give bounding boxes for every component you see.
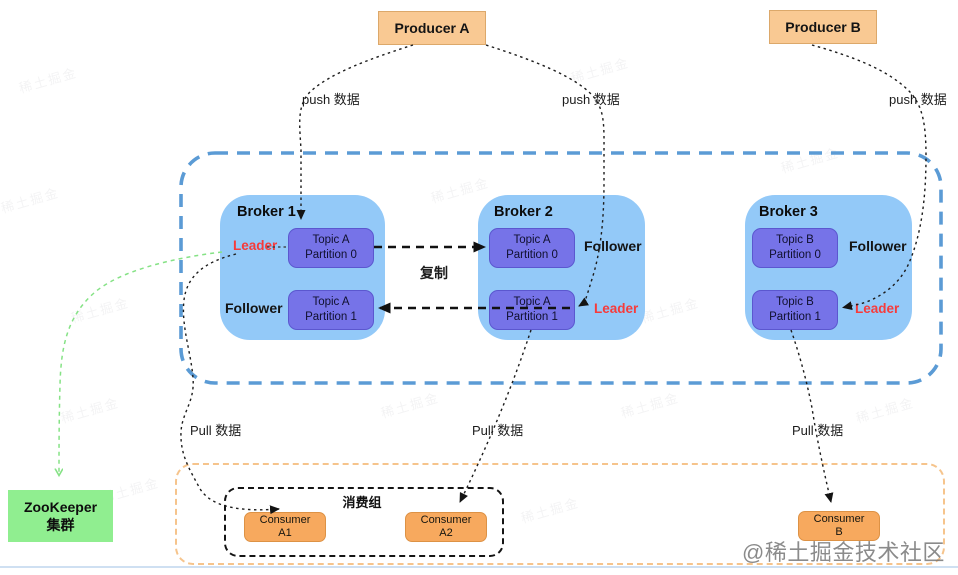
broker-1-partition-1: Topic A Partition 1 xyxy=(288,290,374,330)
partition-name: Partition 0 xyxy=(769,249,821,261)
watermark-tile: 稀土掘金 xyxy=(0,184,62,216)
watermark-tile: 稀土掘金 xyxy=(379,389,442,421)
replicate-label: 复制 xyxy=(420,265,448,281)
consumer-name: Consumer xyxy=(813,512,865,525)
zookeeper-box: ZooKeeper 集群 xyxy=(8,490,113,542)
consumer-id: B xyxy=(835,526,843,538)
partition-name: Partition 1 xyxy=(506,311,558,323)
watermark-tile: 稀土掘金 xyxy=(639,294,702,326)
juejin-watermark: @稀土掘金技术社区 xyxy=(742,540,945,565)
topic-name: Topic A xyxy=(513,234,551,247)
broker-3-box: Broker 3 Topic B Partition 0 Follower To… xyxy=(745,195,912,340)
watermark-tile: 稀土掘金 xyxy=(569,54,632,86)
broker-2-box: Broker 2 Topic A Partition 0 Follower To… xyxy=(478,195,645,340)
broker-2-partition-0: Topic A Partition 0 xyxy=(489,228,575,268)
watermark-tile: 稀土掘金 xyxy=(429,174,492,206)
zookeeper-cluster-label: 集群 xyxy=(46,517,75,533)
consumer-a1-box: Consumer A1 xyxy=(244,512,326,542)
watermark-tile: 稀土掘金 xyxy=(69,294,132,326)
partition-name: Partition 1 xyxy=(305,311,357,323)
consumer-group-label: 消费组 xyxy=(342,495,382,510)
consumer-a2-box: Consumer A2 xyxy=(405,512,487,542)
consumer-area-container xyxy=(175,463,945,565)
broker-2-leader-label: Leader xyxy=(594,301,639,316)
consumer-name: Consumer xyxy=(259,513,311,526)
producer-b-box: Producer B xyxy=(769,10,877,44)
zookeeper-name: ZooKeeper xyxy=(23,498,98,515)
push-data-label-left: push 数据 xyxy=(302,92,360,107)
push-data-label-mid: push 数据 xyxy=(562,92,620,107)
pull-data-label-mid: Pull 数据 xyxy=(472,423,524,438)
pull-data-label-right: Pull 数据 xyxy=(792,423,844,438)
topic-name: Topic A xyxy=(312,234,350,247)
push-data-label-right: push 数据 xyxy=(889,92,947,107)
broker-3-title: Broker 3 xyxy=(759,204,818,220)
partition-name: Partition 0 xyxy=(506,249,558,261)
topic-name: Topic B xyxy=(776,234,814,247)
watermark-tile: 稀土掘金 xyxy=(17,64,80,96)
broker-1-title: Broker 1 xyxy=(237,204,296,220)
consumer-id: A2 xyxy=(439,527,453,539)
broker-3-partition-0: Topic B Partition 0 xyxy=(752,228,838,268)
consumer-b-box: Consumer B xyxy=(798,511,880,541)
consumer-id: A1 xyxy=(278,527,292,539)
broker-1-box: Broker 1 Leader Topic A Partition 0 Foll… xyxy=(220,195,385,340)
watermark-tile: 稀土掘金 xyxy=(854,394,917,426)
bottom-divider xyxy=(0,566,958,568)
broker-3-leader-label: Leader xyxy=(855,301,900,316)
broker-1-follower-label: Follower xyxy=(225,300,283,316)
pull-data-label-left: Pull 数据 xyxy=(190,423,242,438)
zookeeper-arrow-leader-to-zookeeper xyxy=(59,251,223,475)
push-arrow-producer-a-to-broker1-p0 xyxy=(296,44,414,220)
consumer-group-box xyxy=(224,487,504,557)
broker-1-partition-0: Topic A Partition 0 xyxy=(288,228,374,268)
topic-name: Topic B xyxy=(776,296,814,309)
producer-b-label: Producer B xyxy=(785,19,861,35)
watermark-tile: 稀土掘金 xyxy=(59,394,122,426)
watermark-tile: 稀土掘金 xyxy=(779,144,842,176)
broker-2-partition-1: Topic A Partition 1 xyxy=(489,290,575,330)
topic-name: Topic A xyxy=(513,296,551,309)
broker-3-partition-1: Topic B Partition 1 xyxy=(752,290,838,330)
partition-name: Partition 1 xyxy=(769,311,821,323)
broker-2-title: Broker 2 xyxy=(494,204,553,220)
partition-name: Partition 0 xyxy=(305,249,357,261)
producer-a-label: Producer A xyxy=(394,20,470,36)
consumer-name: Consumer xyxy=(420,513,472,526)
producer-a-box: Producer A xyxy=(378,11,486,45)
topic-name: Topic A xyxy=(312,296,350,309)
broker-1-leader-label: Leader xyxy=(233,238,278,253)
broker-2-follower-label: Follower xyxy=(584,238,642,254)
broker-3-follower-label: Follower xyxy=(849,238,907,254)
watermark-tile: 稀土掘金 xyxy=(619,389,682,421)
